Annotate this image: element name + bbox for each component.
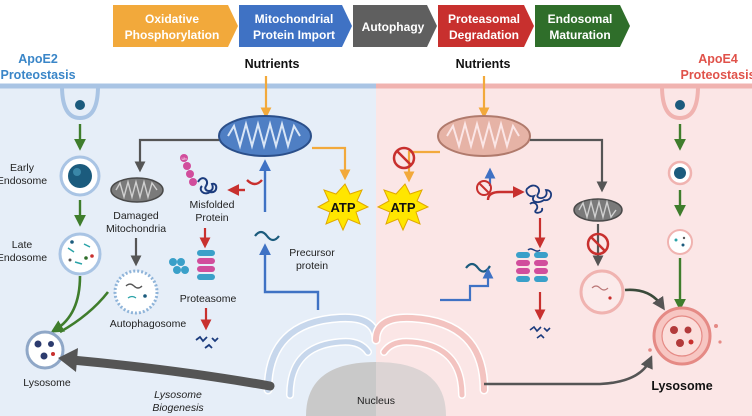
precursor-label-line2: protein <box>296 260 328 272</box>
chevron-label-line1: Oxidative <box>145 12 199 26</box>
apoe4-title-line1: ApoE4 <box>698 52 738 66</box>
chevron-label-line1: Mitochondrial <box>255 12 334 26</box>
lysosome-right <box>648 306 722 366</box>
blue-arrow-from-nucleus <box>259 243 320 310</box>
gray-arrow-to-damaged-right <box>530 138 608 193</box>
peptide-fragments-right <box>529 325 551 339</box>
misfolded-protein: Ub <box>180 154 218 195</box>
chevron-label-line1: Endosomal <box>548 12 613 26</box>
lysosome-left-label: Lysosome <box>23 377 71 389</box>
peptide-fragments-left <box>195 335 219 349</box>
apoe2-title-line2: Proteostasis <box>0 68 75 82</box>
right-cell-background <box>376 86 752 416</box>
chevron-proteasomal-degradation: Proteasomal Degradation <box>438 5 534 47</box>
proteasome-label: Proteasome <box>180 293 237 305</box>
early-endosome-label-line2: Endosome <box>0 175 47 187</box>
chevron-label-line2: Degradation <box>449 28 519 42</box>
blue-arrow-from-nucleus-right <box>440 267 494 302</box>
endoplasmic-reticulum-right <box>371 313 489 399</box>
chevron-label: Autophagy <box>362 20 425 34</box>
damaged-mito-label-line2: Mitochondria <box>106 223 166 235</box>
green-arrow-from-autophagosome <box>59 291 110 334</box>
mitochondrion-healthy <box>218 115 312 157</box>
proteasome-left <box>169 250 215 280</box>
early-endosome-label-line1: Early <box>10 162 35 174</box>
red-branch <box>246 179 263 186</box>
lysosome-biogenesis-arrow-right <box>484 355 653 386</box>
apoe2-title-line1: ApoE2 <box>18 52 58 66</box>
arrow-to-lysosome-right <box>624 288 665 311</box>
autophagosome <box>113 269 159 315</box>
mitochondrion-damaged-right <box>573 198 623 222</box>
inhibition-icon <box>586 232 610 256</box>
lysosome-biogenesis-label-line2: Biogenesis <box>152 402 204 414</box>
endocytic-vesicle-right <box>660 85 700 121</box>
atp-right-label: ATP <box>390 200 415 215</box>
lysosome-right-label: Lysosome <box>651 379 712 393</box>
damaged-mito-label-line1: Damaged <box>113 210 159 222</box>
orange-arrow-to-atp <box>312 146 351 181</box>
nutrients-left-label: Nutrients <box>245 57 300 71</box>
chevron-mitochondrial-protein-import: Mitochondrial Protein Import <box>239 5 352 47</box>
chevron-oxidative-phosphorylation: Oxidative Phosphorylation <box>113 5 238 47</box>
atp-burst-left: ATP <box>316 183 370 232</box>
nucleus-left-half <box>306 362 376 416</box>
early-endosome <box>59 155 101 197</box>
atp-burst-right: ATP <box>376 183 430 232</box>
inhibition-icon <box>392 146 416 170</box>
lysosome-left <box>25 330 65 370</box>
lysosome-biogenesis-arrowhead-left <box>58 348 78 372</box>
mitochondrion-damaged <box>110 177 164 203</box>
chevron-endosomal-maturation: Endosomal Maturation <box>535 5 630 47</box>
precursor-protein-icon <box>254 230 280 242</box>
late-endosome-label-line1: Late <box>12 239 33 251</box>
chevron-label-line2: Maturation <box>549 28 610 42</box>
mitochondrion-impaired <box>437 115 531 157</box>
green-arrow-to-lysosome <box>50 275 82 333</box>
late-endosome-right <box>667 229 693 255</box>
chevron-autophagy: Autophagy <box>353 5 437 47</box>
inhibition-icon <box>476 180 492 196</box>
nucleus-label: Nucleus <box>357 395 395 407</box>
chevron-label-line2: Phosphorylation <box>125 28 220 42</box>
autophagosome-label: Autophagosome <box>110 318 187 330</box>
chevron-label-line1: Proteasomal <box>448 12 520 26</box>
early-endosome-right <box>667 160 693 186</box>
precursor-label-line1: Precursor <box>289 247 335 259</box>
atp-left-label: ATP <box>330 200 355 215</box>
endoplasmic-reticulum-left <box>263 313 381 399</box>
red-arrow-right <box>486 186 525 201</box>
apoe4-title-line2: Proteostasis <box>680 68 752 82</box>
misfolded-label-line2: Protein <box>195 212 228 224</box>
orange-arrow-inhibited <box>403 150 440 183</box>
lysosome-biogenesis-arrow-left <box>67 355 275 391</box>
lysosome-biogenesis-label-line1: Lysosome <box>154 389 202 401</box>
misfolded-aggregate-right <box>525 184 552 214</box>
endocytic-vesicle-left <box>60 85 100 121</box>
misfolded-label-line1: Misfolded <box>190 199 235 211</box>
nutrients-right-label: Nutrients <box>456 57 511 71</box>
autophagosome-right <box>579 269 625 315</box>
pathway-bar: Oxidative Phosphorylation Mitochondrial … <box>113 5 630 47</box>
chevron-label-line2: Protein Import <box>253 28 335 42</box>
nucleus-right-half <box>376 362 446 416</box>
late-endosome-label-line2: Endosome <box>0 252 47 264</box>
gray-arrow-to-damaged <box>134 138 219 173</box>
ubiquitin-tag: Ub <box>181 156 187 161</box>
late-endosome <box>58 232 102 276</box>
proteasome-right <box>516 248 548 282</box>
